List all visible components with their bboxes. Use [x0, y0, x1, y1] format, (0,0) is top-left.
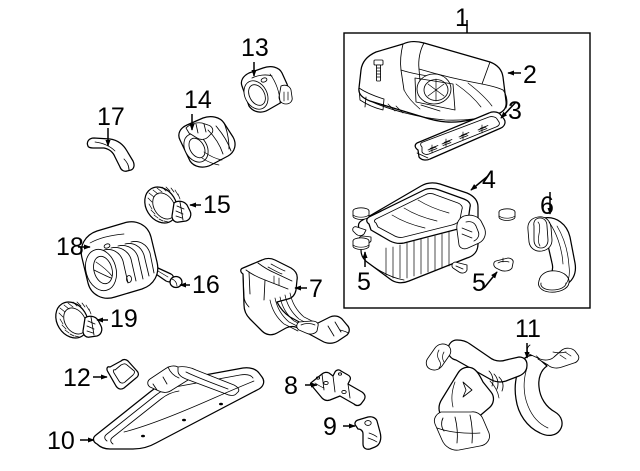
part-14-throttle-inlet-boot: [178, 116, 236, 168]
part-8-mounting-bracket: [309, 369, 366, 407]
callout-label-5-left: 5: [357, 268, 371, 296]
part-18-flexible-bellows-hose: [80, 221, 159, 299]
cover-bolt: [373, 59, 384, 82]
part-9-retaining-clip: [354, 416, 382, 450]
callout-label-9: 9: [323, 413, 337, 441]
callout-label-7: 7: [309, 275, 323, 303]
leader-4: [470, 175, 489, 191]
part-19-hose-clamp-lower: [55, 301, 103, 339]
callout-label-12: 12: [63, 364, 91, 392]
part-3-air-filter-element: [414, 111, 506, 161]
part-5-grommet-bottom: [493, 257, 514, 272]
part-15-hose-clamp-upper: [144, 186, 192, 224]
callout-label-8: 8: [284, 372, 298, 400]
callout-label-10: 10: [47, 427, 75, 455]
leader-lines: [78, 20, 553, 443]
callout-label-5-right: 5: [472, 269, 486, 297]
callout-label-19: 19: [110, 305, 138, 333]
part-6-outlet-elbow-duct: [527, 216, 577, 293]
callout-label-1: 1: [455, 4, 469, 32]
callout-label-17: 17: [97, 103, 125, 131]
part-5-grommet-right: [498, 208, 516, 221]
callout-label-6: 6: [540, 192, 554, 220]
part-4-air-cleaner-housing: [352, 182, 486, 284]
callout-label-3: 3: [508, 97, 522, 125]
part-16-bolt: [151, 266, 183, 289]
callout-label-14: 14: [184, 86, 212, 114]
part-2-air-cleaner-cover: [358, 41, 508, 123]
leader-3: [500, 101, 517, 119]
callout-label-4: 4: [482, 166, 496, 194]
part-5-grommet-upper-left: [352, 207, 370, 220]
part-17-breather-hose: [86, 137, 135, 172]
callout-label-18: 18: [56, 233, 84, 261]
leader-5-right: [483, 271, 498, 289]
part-12-inlet-screen-grommet: [106, 358, 139, 390]
callout-label-13: 13: [241, 34, 269, 62]
callout-label-2: 2: [523, 61, 537, 89]
part-7-intake-duct-bracket: [240, 257, 350, 344]
callout-label-16: 16: [192, 271, 220, 299]
part-13-maf-sensor-boot: [240, 66, 293, 113]
part-10-inlet-duct-lower-panel: [92, 365, 265, 450]
callout-label-11: 11: [515, 315, 541, 343]
part-5-grommet-lower-left: [352, 237, 370, 250]
part-11-air-inlet-tube-assembly: [425, 339, 580, 451]
callout-label-15: 15: [203, 191, 231, 219]
